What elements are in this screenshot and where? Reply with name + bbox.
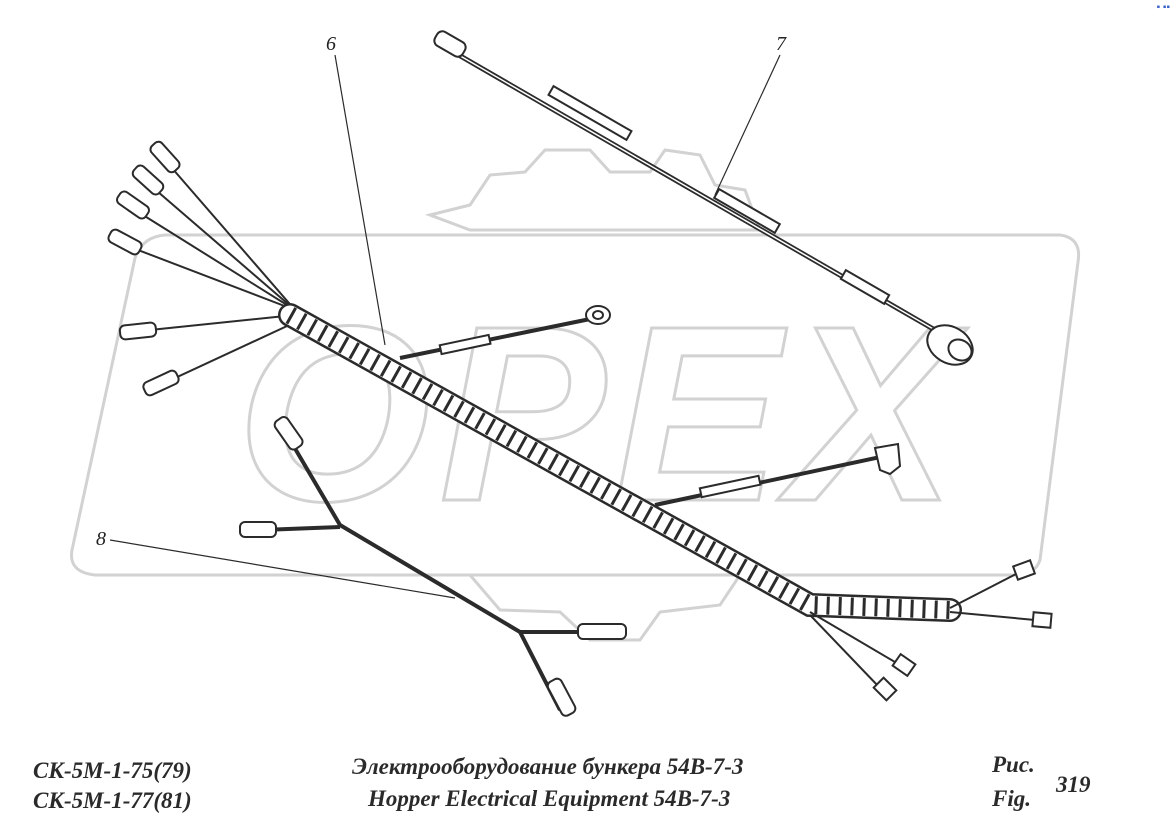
harness-8: [239, 416, 627, 717]
leader-line-7: [714, 54, 781, 196]
figure-title-ru: Электрооборудование бункера 54В-7-3: [352, 754, 744, 779]
terminal-pin: [577, 623, 627, 640]
harness-7-sleeve-1: [547, 84, 633, 142]
branch-wire: [399, 316, 596, 360]
harness-7: [433, 30, 974, 366]
callout-7: 7: [776, 33, 786, 55]
harness-8-cable: [288, 438, 522, 634]
ring-terminal-hole: [592, 310, 604, 320]
terminal-pin: [149, 140, 181, 174]
terminal-pin: [116, 190, 150, 220]
terminal-pin: [118, 321, 158, 341]
branch-wire: [949, 571, 1021, 609]
callout-6: 6: [326, 33, 336, 55]
leader-line-6: [334, 54, 386, 346]
lug-terminal: [873, 442, 902, 476]
harness-7-sleeve-2: [712, 187, 782, 235]
branch-wire: [949, 611, 1036, 621]
branch-wire: [149, 184, 296, 311]
harness-6: [107, 140, 1053, 702]
flag-terminal: [872, 676, 898, 702]
branch-sleeve: [698, 474, 762, 499]
figure-title-en: Hopper Electrical Equipment 54В-7-3: [368, 786, 731, 811]
terminal-pin: [546, 677, 577, 717]
branch-wire: [134, 209, 296, 311]
terminal-pin: [107, 228, 143, 256]
model-code-2: СК-5М-1-77(81): [33, 788, 192, 813]
callout-8: 8: [96, 528, 106, 550]
figure-label-en: Fig.: [992, 786, 1031, 811]
branch-wire: [164, 159, 296, 311]
branch-wire: [159, 319, 301, 386]
branch-wire: [809, 611, 901, 666]
watermark-gear: [424, 148, 763, 232]
flag-terminal: [891, 652, 917, 678]
terminal-pin: [239, 521, 277, 538]
terminal-pin: [273, 416, 304, 451]
flag-terminal: [1011, 559, 1037, 581]
flag-terminal: [1031, 611, 1053, 629]
figure-label-ru: Рис.: [992, 752, 1035, 777]
corner-mark: ▪ ▪▪: [1156, 2, 1170, 13]
terminal-pin: [142, 369, 180, 397]
branch-sleeve: [438, 333, 492, 356]
branch-wire: [124, 244, 296, 311]
terminal-pin: [131, 164, 165, 196]
harness-7-end-pin: [433, 30, 467, 58]
model-code-1: СК-5М-1-75(79): [33, 758, 192, 783]
harness-6-trunk-inner: [280, 305, 960, 620]
figure-number: 319: [1056, 772, 1091, 797]
leader-line-8: [109, 539, 456, 599]
branch-wire: [149, 314, 296, 331]
branch-wire: [654, 453, 891, 507]
harness-7-round-connector-face: [947, 338, 973, 362]
ring-terminal: [585, 305, 611, 325]
branch-wire: [809, 614, 881, 689]
harness-7-sleeve-3: [839, 268, 891, 306]
leader-lines: [109, 54, 781, 599]
